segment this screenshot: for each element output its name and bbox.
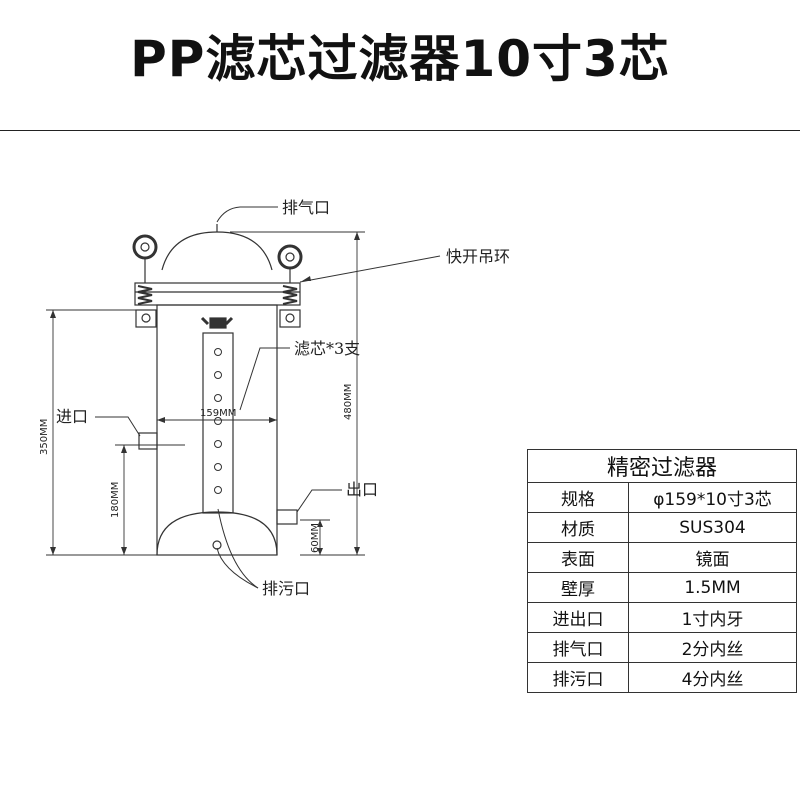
dim-350-label: 350MM (39, 419, 50, 455)
outlet-pipe (276, 509, 298, 525)
inlet-pipe (138, 432, 158, 450)
callout-cartridge: 滤芯*3支 (294, 339, 360, 358)
spec-header: 精密过滤器 (527, 449, 797, 483)
spec-value: 镜面 (628, 542, 797, 573)
callout-quick-ring: 快开吊环 (446, 247, 510, 266)
dim-60-label: 60MM (310, 523, 321, 553)
leader-vent (216, 206, 278, 223)
dome-lid (161, 231, 273, 271)
spec-key: 排气口 (527, 632, 629, 663)
spec-value: φ159*10寸3芯 (628, 482, 797, 513)
hinge-left (135, 309, 157, 328)
callout-outlet: 出口 (346, 480, 378, 499)
dim-180-label: 180MM (110, 482, 121, 518)
spec-header-row: 精密过滤器 (527, 449, 797, 483)
spec-value: 4分内丝 (628, 662, 797, 693)
divider-line (0, 130, 800, 131)
spec-row: 规格 φ159*10寸3芯 (527, 482, 797, 513)
eyebolt-left (132, 234, 158, 260)
page-title: PP滤芯过滤器10寸3芯 (130, 30, 670, 88)
spec-table: 精密过滤器 规格 φ159*10寸3芯 材质 SUS304 表面 镜面 壁厚 1… (527, 449, 797, 693)
leader-drain (217, 508, 259, 589)
callout-drain: 排污口 (262, 579, 310, 598)
leader-cartridge (239, 347, 290, 411)
spec-row: 壁厚 1.5MM (527, 572, 797, 603)
spec-row: 材质 SUS304 (527, 512, 797, 543)
spec-key: 表面 (527, 542, 629, 573)
eyebolt-right (277, 244, 303, 270)
spec-key: 壁厚 (527, 572, 629, 603)
dim-480-label: 480MM (343, 384, 354, 420)
spec-value: 1.5MM (628, 572, 797, 603)
spec-key: 进出口 (527, 602, 629, 633)
spec-value: 2分内丝 (628, 632, 797, 663)
spec-row: 排污口 4分内丝 (527, 662, 797, 693)
leader-inlet (95, 416, 141, 437)
callout-vent: 排气口 (282, 198, 330, 217)
spec-value: 1寸内牙 (628, 602, 797, 633)
spec-value: SUS304 (628, 512, 797, 543)
spec-row: 进出口 1寸内牙 (527, 602, 797, 633)
top-flange (134, 282, 301, 306)
spring-right (282, 285, 298, 305)
spec-row: 排气口 2分内丝 (527, 632, 797, 663)
wing-nut (200, 316, 234, 326)
drain-hole (212, 540, 222, 550)
spec-row: 表面 镜面 (527, 542, 797, 573)
leader-outlet (296, 489, 342, 513)
leader-quick-ring (299, 255, 441, 283)
callout-inlet: 进口 (56, 407, 88, 426)
hinge-right (279, 309, 301, 328)
spec-key: 规格 (527, 482, 629, 513)
spec-key: 排污口 (527, 662, 629, 693)
filter-cartridge (202, 332, 234, 514)
bottom-dome (156, 511, 278, 556)
spec-key: 材质 (527, 512, 629, 543)
spring-left (137, 285, 153, 305)
dim-159-label: 159MM (200, 408, 236, 419)
vessel-body (156, 304, 278, 556)
